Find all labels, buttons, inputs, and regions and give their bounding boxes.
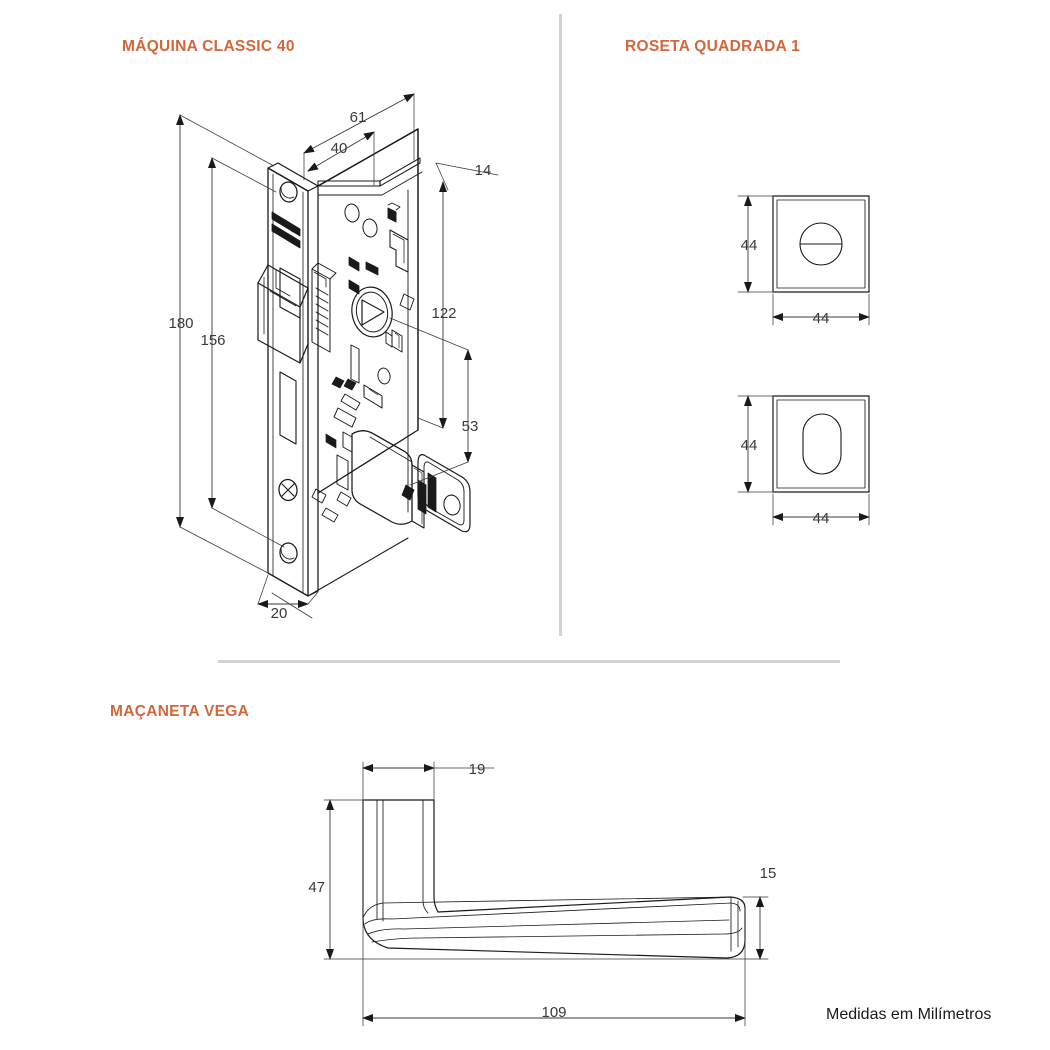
dim-label-20: 20 <box>271 605 288 622</box>
dim-label-180: 180 <box>168 315 193 332</box>
vertical-divider <box>559 14 562 636</box>
lock-deadbolt-block <box>257 264 309 364</box>
dim-label-122: 122 <box>431 305 456 322</box>
rosette-bottom-dimensions <box>737 395 870 526</box>
dim-label-156: 156 <box>200 332 225 349</box>
lock-spring-strip-outline <box>271 211 301 249</box>
dim-line-61 <box>303 93 415 154</box>
lock-case-body <box>307 128 419 597</box>
lock-spring-stack <box>311 262 337 353</box>
lock-faceplate <box>267 162 319 597</box>
section-title-macaneta-vega: MAÇANETA VEGA <box>110 703 250 720</box>
lock-top-rail <box>317 157 423 196</box>
dim-label-53: 53 <box>462 418 479 435</box>
dim-label-40: 40 <box>331 140 348 157</box>
lock-drawing <box>257 128 471 597</box>
lock-internal-parts <box>311 202 415 523</box>
dim-label-rosette-top-height: 44 <box>741 237 758 254</box>
section-title-maquina-classic-40: MÁQUINA CLASSIC 40 <box>122 38 295 55</box>
faceplate-cross-screw <box>278 478 298 502</box>
dim-leader-14 <box>435 162 499 176</box>
handle-drawing <box>362 799 746 959</box>
dim-label-109: 109 <box>541 1004 566 1021</box>
rosette-top-dimensions <box>737 195 870 326</box>
dim-label-47: 47 <box>308 879 325 896</box>
dim-label-15: 15 <box>760 865 777 882</box>
dim-label-19: 19 <box>469 761 486 778</box>
dim-line-40 <box>307 131 375 172</box>
horizontal-divider <box>218 660 840 663</box>
lock-dimensions <box>176 93 499 619</box>
rosette-bottom-drawing <box>772 395 870 493</box>
dim-label-rosette-bottom-height: 44 <box>741 437 758 454</box>
lock-euro-cylinder <box>336 430 471 533</box>
lock-spindle-hub <box>351 286 393 338</box>
dim-label-rosette-bottom-width: 44 <box>813 510 830 527</box>
dim-label-rosette-top-width: 44 <box>813 310 830 327</box>
dim-label-14: 14 <box>475 162 492 179</box>
section-title-roseta-quadrada-1: ROSETA QUADRADA 1 <box>625 38 801 55</box>
dim-label-61: 61 <box>350 109 367 126</box>
lock-spring-strip <box>272 212 300 248</box>
handle-dimensions <box>323 761 769 1027</box>
rosette-top-drawing <box>772 195 870 293</box>
units-note: Medidas em Milímetros <box>826 1006 992 1023</box>
